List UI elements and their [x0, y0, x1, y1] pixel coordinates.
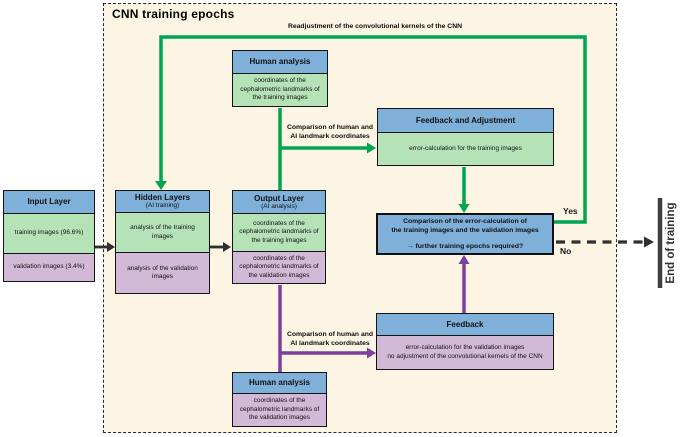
feedback-adjustment-text: error-calculation for the training image… — [409, 144, 522, 152]
human-analysis-top-title: Human analysis — [249, 57, 311, 67]
hidden-layers-title: Hidden Layers — [134, 193, 191, 203]
readjustment-label-text: Readjustment of the convolutional kernel… — [287, 23, 463, 30]
human-analysis-bottom-title: Human analysis — [249, 378, 310, 388]
comparison-bottom-label-line2: AI landmark coordinates — [290, 339, 370, 347]
feedback-node: Feedback error-calculation for the valid… — [376, 313, 554, 370]
comparison-decision-node: Comparison of the error-calculation of t… — [376, 213, 554, 255]
input-training-text: training images (96.6%) — [14, 229, 84, 237]
human-analysis-top-body: coordinates of the cephalometric landmar… — [233, 73, 327, 106]
end-of-training-label: End of training — [665, 191, 679, 295]
hidden-layers-subtitle: (AI training) — [145, 202, 180, 210]
hidden-layers-training-cell: analysis of the training images — [116, 212, 209, 252]
comparison-bottom-label: Comparison of human and AI landmark coor… — [278, 331, 382, 349]
readjustment-label: Readjustment of the convolutional kernel… — [225, 23, 525, 32]
input-layer-training-cell: training images (96.6%) — [4, 213, 94, 253]
output-layer-subtitle: (AI analysis) — [261, 202, 297, 210]
comparison-top-label-line2: AI landmark coordinates — [290, 132, 370, 140]
input-layer-validation-cell: validation images (3.4%) — [4, 253, 94, 281]
output-layer-node: Output Layer (AI analysis) coordinates o… — [232, 190, 326, 284]
human-analysis-top-header: Human analysis — [233, 51, 327, 73]
hidden-layers-node: Hidden Layers (AI training) analysis of … — [115, 190, 210, 294]
human-analysis-bottom-node: Human analysis coordinates of the cephal… — [232, 372, 327, 427]
feedback-adjustment-node: Feedback and Adjustment error-calculatio… — [377, 108, 554, 166]
feedback-adjustment-header: Feedback and Adjustment — [378, 109, 553, 132]
feedback-text-line2: no adjustment of the convolutional kerne… — [387, 352, 543, 360]
diagram-title: CNN training epochs — [112, 7, 235, 21]
yes-label-text: Yes — [563, 206, 578, 216]
feedback-title: Feedback — [446, 319, 484, 329]
comparison-bottom-label-line1: Comparison of human and — [286, 331, 374, 338]
no-exit-arrowhead-icon — [644, 236, 654, 248]
feedback-header: Feedback — [377, 314, 553, 335]
output-layer-validation-cell: coordinates of the cephalometric landmar… — [233, 251, 325, 283]
hidden-training-text: analysis of the training images — [130, 224, 195, 240]
hidden-validation-text: analysis of the validation images — [127, 264, 198, 280]
feedback-text-line1: error-calculation for the validation ima… — [405, 344, 525, 352]
input-layer-node: Input Layer training images (96.6%) vali… — [3, 190, 95, 282]
no-label-text: No — [560, 246, 572, 256]
output-layer-training-cell: coordinates of the cephalometric landmar… — [233, 213, 325, 251]
comparison-line2: the training images and the validation i… — [391, 227, 539, 235]
human-analysis-bottom-body: coordinates of the cephalometric landmar… — [233, 393, 326, 426]
yes-label: Yes — [563, 206, 578, 216]
comparison-top-label: Comparison of human and AI landmark coor… — [278, 124, 382, 142]
human-analysis-top-text: coordinates of the cephalometric landmar… — [240, 77, 320, 102]
output-validation-text: coordinates of the cephalometric landmar… — [239, 254, 319, 279]
input-layer-title: Input Layer — [27, 197, 71, 207]
no-label: No — [560, 246, 571, 256]
feedback-adjustment-title: Feedback and Adjustment — [415, 115, 516, 125]
end-of-training-text: End of training — [665, 202, 677, 284]
output-layer-header: Output Layer (AI analysis) — [233, 191, 325, 213]
human-analysis-top-node: Human analysis coordinates of the cephal… — [232, 50, 328, 107]
hidden-layers-header: Hidden Layers (AI training) — [116, 191, 209, 212]
hidden-layers-validation-cell: analysis of the validation images — [116, 252, 209, 293]
input-layer-header: Input Layer — [4, 191, 94, 213]
human-analysis-bottom-text: coordinates of the cephalometric landmar… — [239, 397, 320, 422]
feedback-adjustment-body: error-calculation for the training image… — [378, 132, 553, 165]
feedback-body: error-calculation for the validation ima… — [377, 335, 553, 369]
input-validation-text: validation images (3.4%) — [13, 263, 85, 271]
human-analysis-bottom-header: Human analysis — [233, 373, 326, 393]
comparison-top-label-line1: Comparison of human and — [286, 124, 374, 131]
output-layer-title: Output Layer — [254, 193, 304, 203]
comparison-line3: → further training epochs required? — [406, 242, 524, 250]
comparison-line1: Comparison of the error-calculation of — [403, 218, 527, 226]
output-training-text: coordinates of the cephalometric landmar… — [239, 219, 319, 244]
